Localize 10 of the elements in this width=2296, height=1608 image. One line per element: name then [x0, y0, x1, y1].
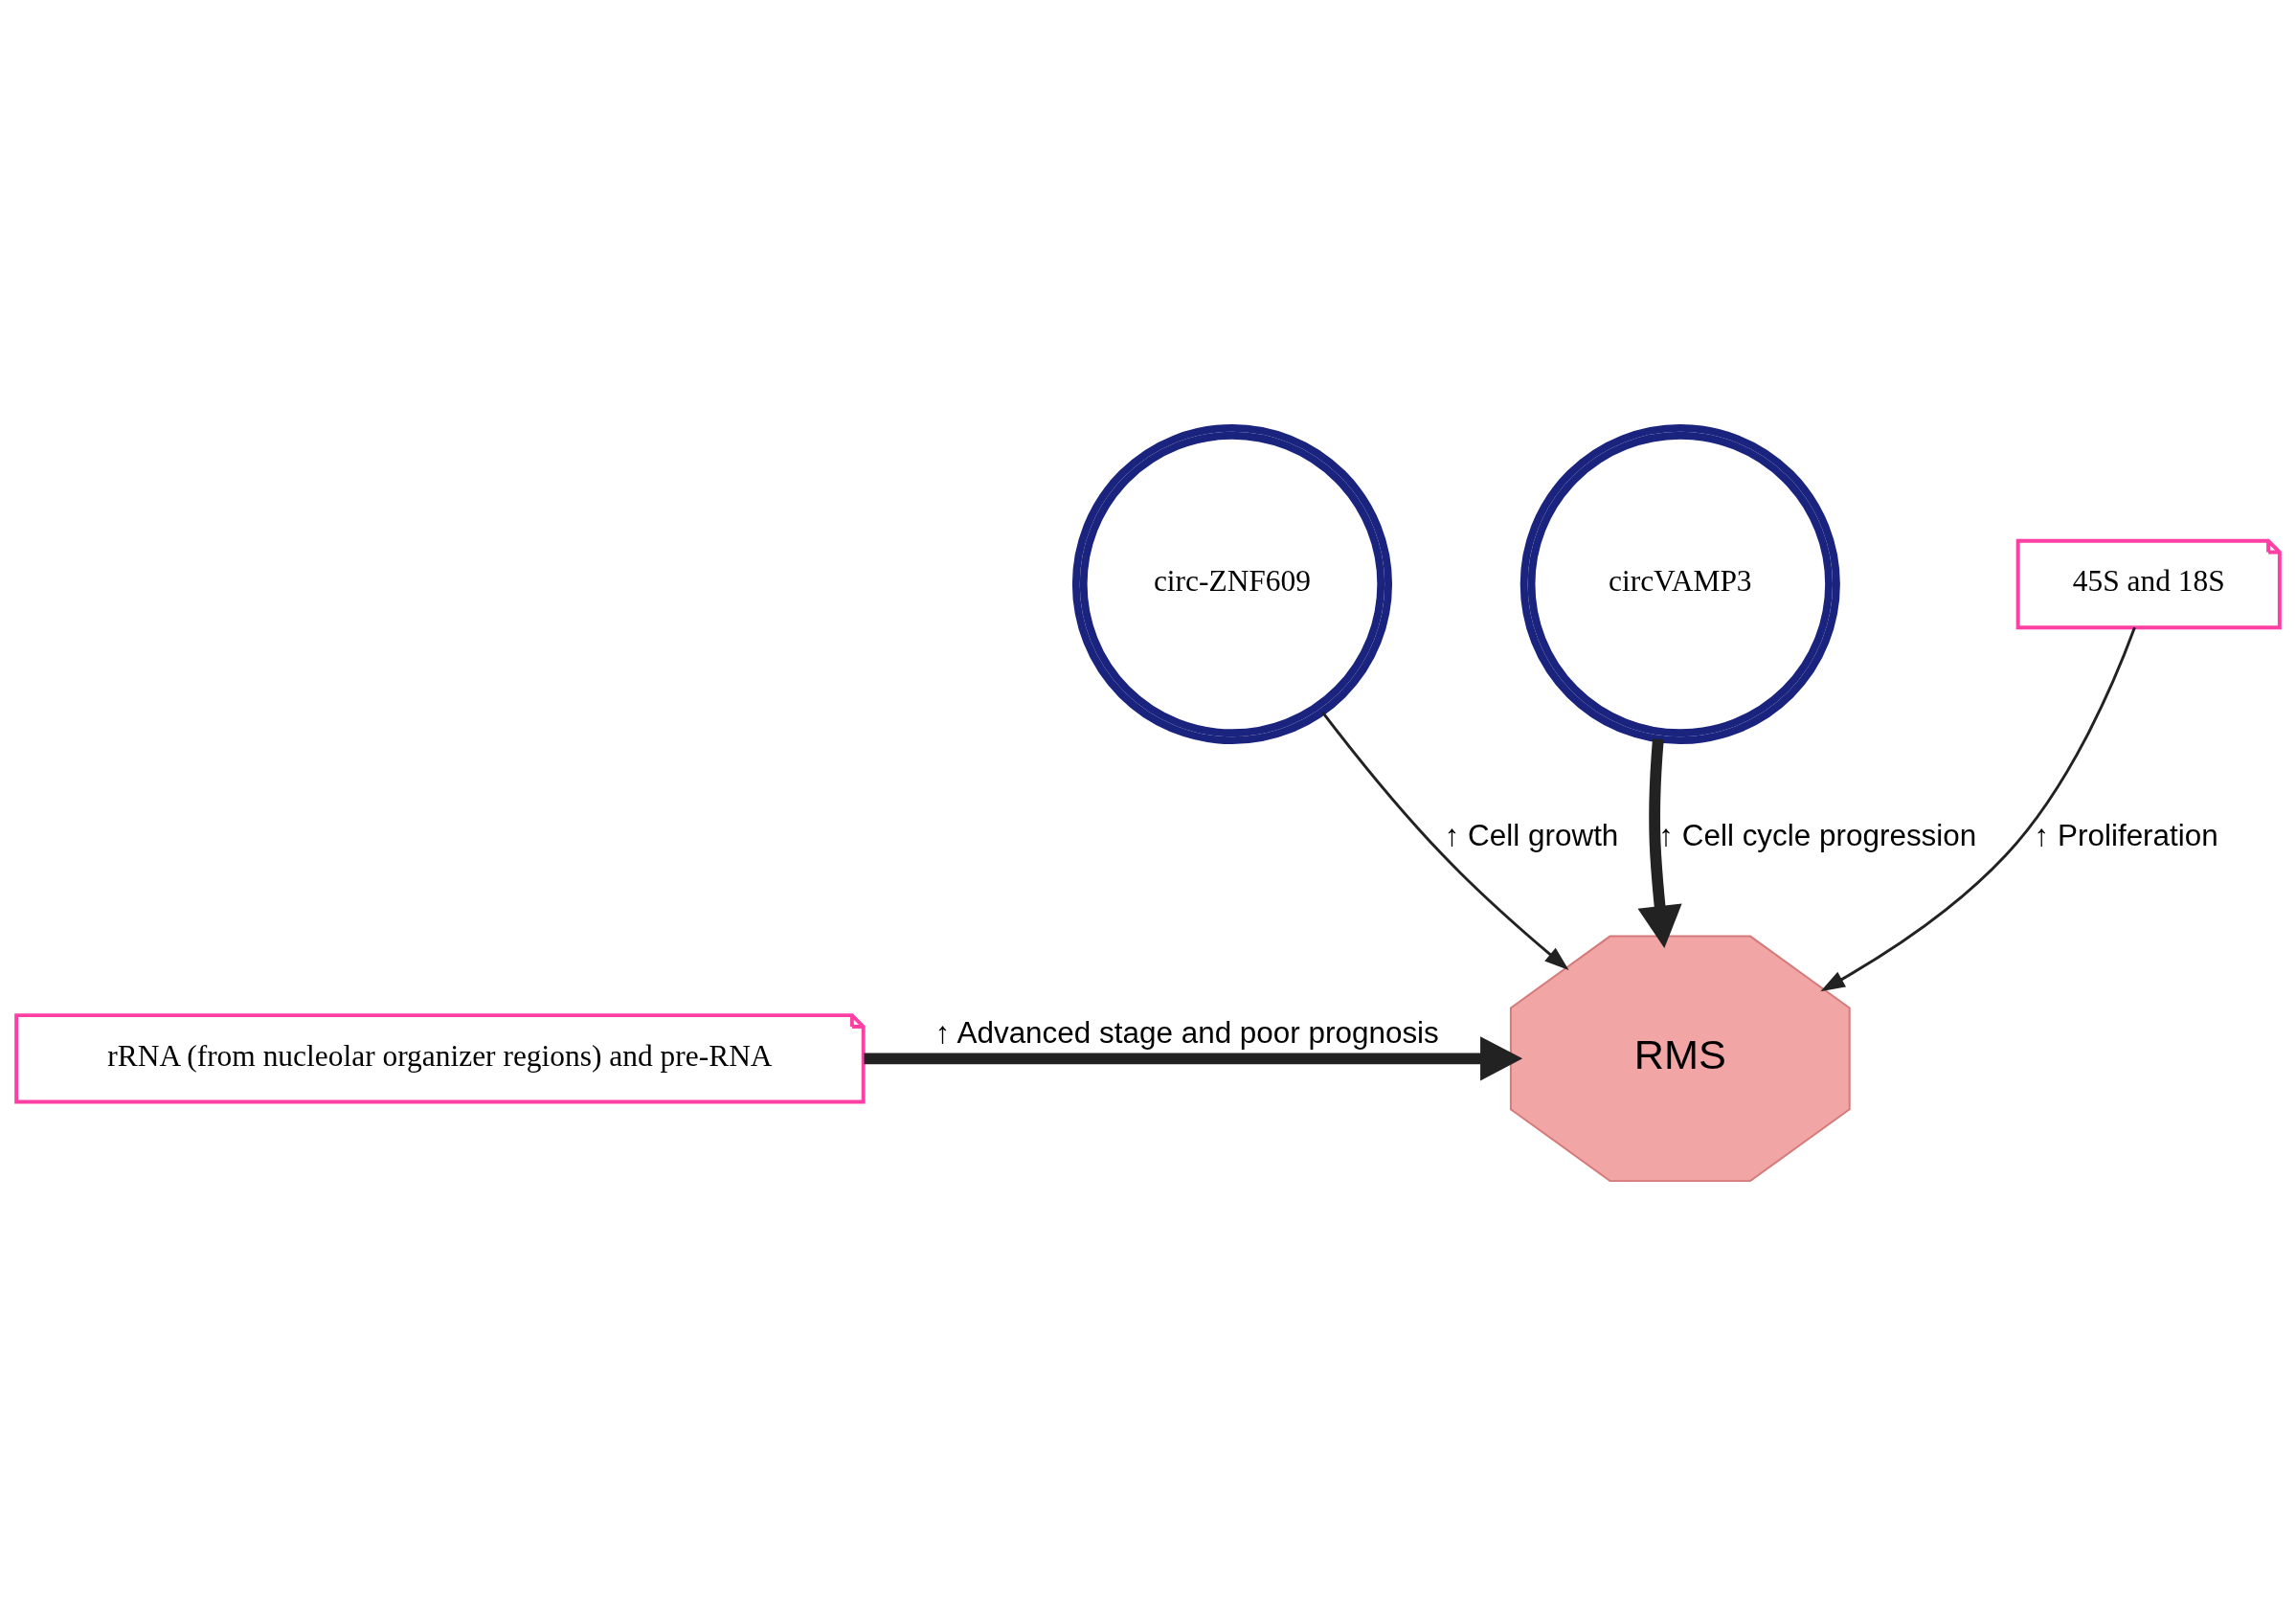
edge-label: ↑ Proliferation: [2034, 818, 2218, 852]
arrow: [864, 1035, 1523, 1080]
edge-label: ↑ Cell growth: [1444, 818, 1619, 852]
edge-label: ↑ Cell cycle progression: [1658, 818, 1977, 852]
node-circle: circVAMP3: [1519, 423, 1840, 744]
arrow: [1321, 711, 1569, 970]
node-circle: circ-ZNF609: [1071, 423, 1393, 744]
arrow: [1820, 626, 2136, 991]
arrow: [1637, 737, 1682, 948]
edge-label: ↑ Advanced stage and poor prognosis: [934, 1015, 1439, 1050]
